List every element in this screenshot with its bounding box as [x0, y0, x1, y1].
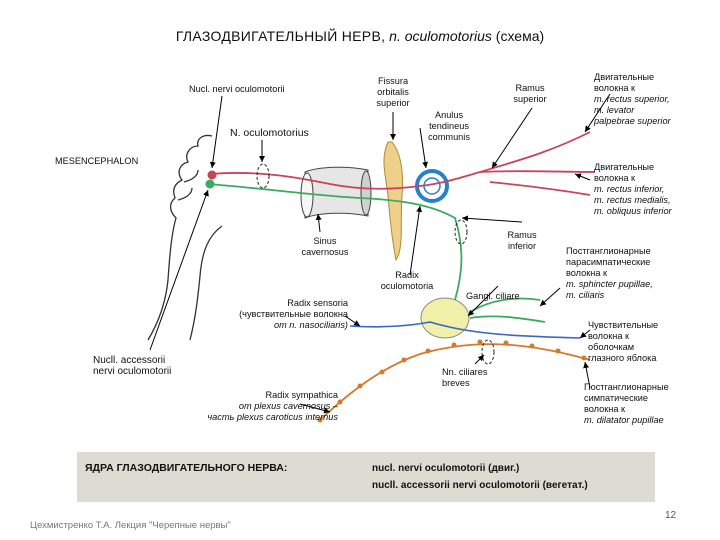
label-motor-superior: Двигательные волокна к m. rectus superio… [594, 72, 671, 127]
label-radix-oculomotoria: Radix oculomotoria [372, 270, 442, 292]
nuclei-line-2: nucll. accessorii nervi oculomotorii (ве… [372, 480, 588, 491]
nuclei-heading: ЯДРА ГЛАЗОДВИГАТЕЛЬНОГО НЕРВА: [85, 462, 287, 474]
label-gangl-ciliare: Gangl. ciliare [466, 291, 520, 302]
nuclei-line-1: nucl. nervi oculomotorii (двиг.) [372, 463, 519, 474]
nucll-accessorii-dot [206, 180, 215, 189]
label-ramus-superior: Ramus superior [500, 83, 560, 105]
label-nn-ciliares: Nn. ciliares breves [442, 367, 487, 389]
label-nucl-nervi: Nucl. nervi oculomotorii [189, 84, 284, 95]
label-motor-inferior: Двигательные волокна к m. rectus inferio… [594, 162, 672, 217]
label-radix-sympathica: Radix sympathica от plexus cavernosus – … [170, 390, 338, 423]
label-postgang-para: Постганглионарные парасимпатические воло… [566, 246, 653, 301]
label-radix-sensoria: Radix sensoria (чувствительные волокна о… [210, 298, 348, 331]
sinus-cavernosus-shape [301, 167, 371, 218]
label-postgang-symp: Постганглионарные симпатические волокна … [584, 382, 669, 426]
nucl-nervi-dot [208, 171, 217, 180]
label-anulus: Anulus tendineus communis [416, 110, 482, 143]
label-fissura: Fissura orbitalis superior [360, 76, 426, 109]
page-number: 12 [665, 510, 676, 521]
leader-lines [150, 94, 610, 412]
label-ramus-inferior: Ramus inferior [492, 230, 552, 252]
label-sensory: Чувствительные волокна к оболочкам глазн… [588, 320, 658, 364]
label-mesencephalon: MESENCEPHALON [55, 156, 138, 167]
label-nucll-accessorii: Nucll. accessorii nervi oculomotorii [93, 355, 171, 377]
nuclei-box [77, 452, 655, 502]
ganglion-ciliare-shape [421, 298, 469, 338]
footer-credit: Цехмистренко Т.А. Лекция "Черепные нервы… [30, 520, 231, 531]
label-sinus: Sinus cavernosus [295, 236, 355, 258]
label-n-oculomotorius: N. oculomotorius [230, 128, 309, 139]
